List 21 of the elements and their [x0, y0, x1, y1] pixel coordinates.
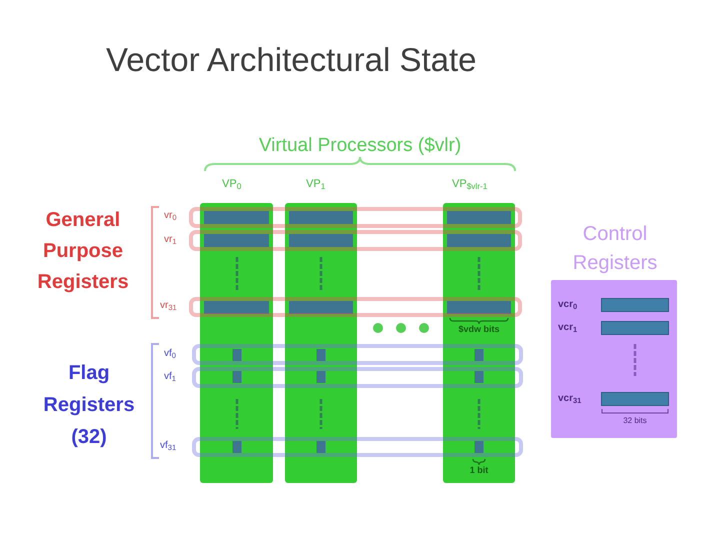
register-group-label: Flag Registers (32)	[42, 361, 136, 450]
column-label: VP$_{1}$	[306, 177, 326, 191]
slide-title: Vector Architectural State	[106, 40, 477, 80]
register-name: vcr$_{0}$	[558, 299, 578, 311]
control-register-panel	[551, 280, 677, 438]
column-label: VP$_{0}$	[222, 177, 242, 191]
register-name: vf$_{0}$	[164, 348, 176, 360]
register-name: vcr$_{31}$	[558, 393, 582, 405]
column-label: VP$_{$vlr-1}$	[452, 177, 488, 191]
register-name: vr$_{31}$	[160, 300, 177, 312]
register-name: vf$_{1}$	[164, 371, 176, 383]
register-name: vcr$_{1}$	[558, 322, 578, 334]
register-name: vr$_{0}$	[164, 210, 177, 222]
group-heading: Virtual Processors ($vlr)	[258, 134, 462, 158]
bit-width-label: 32 bits	[623, 416, 647, 426]
bit-width-label: $vdw bits	[458, 324, 500, 334]
register-name: vf$_{31}$	[160, 440, 176, 452]
register-group-label: General Purpose Registers	[36, 208, 130, 295]
register-name: vr$_{1}$	[164, 234, 177, 246]
bit-width-label: 1 bit	[470, 465, 488, 475]
panel-heading: Control Registers	[572, 222, 658, 276]
